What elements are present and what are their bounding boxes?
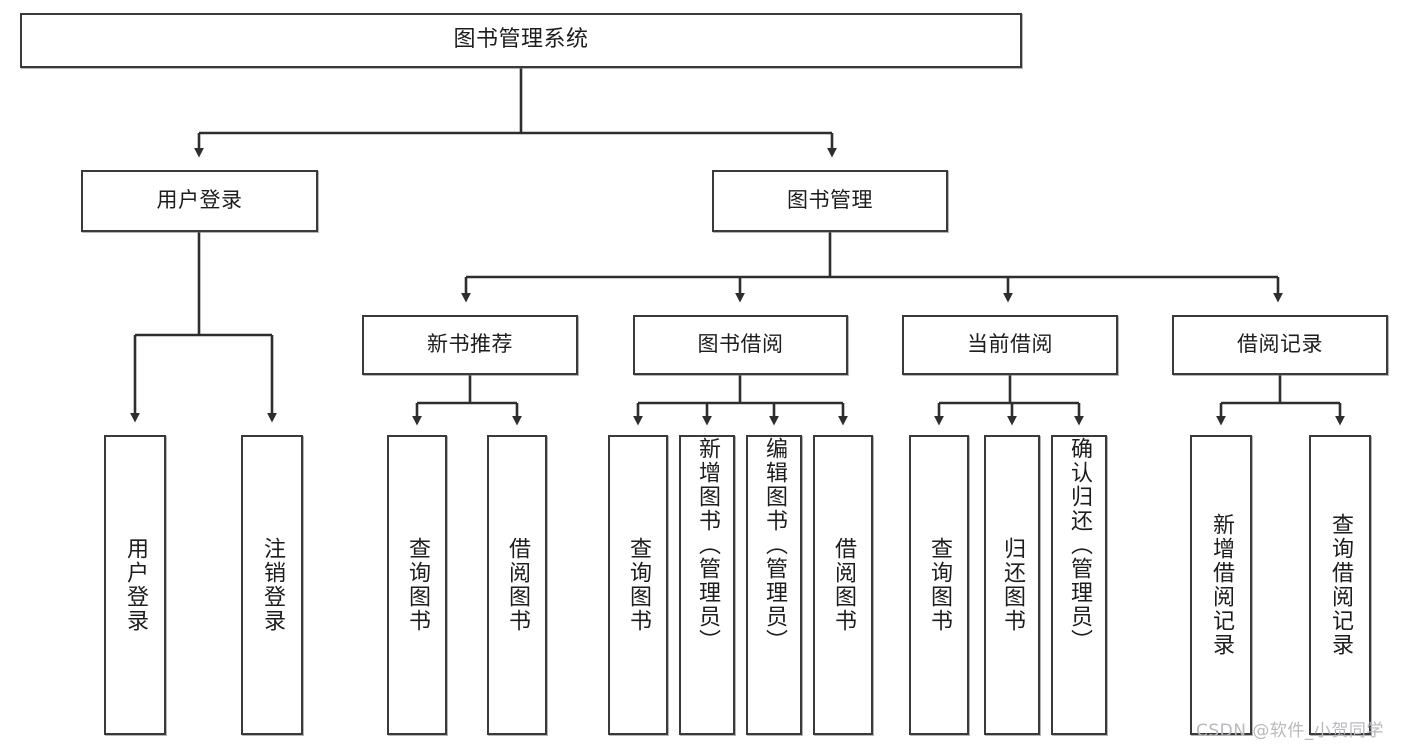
node-label: 查询图书 <box>405 537 430 633</box>
node-label: 用户登录 <box>156 188 243 213</box>
node-label: 图书管理系统 <box>453 27 589 53</box>
node-label: 图书借阅 <box>697 332 784 357</box>
node-leaf-user-login[interactable]: 用户登录 <box>104 435 166 735</box>
node-leaf-confirm-return-admin[interactable]: 确认归还（管理员） <box>1051 435 1107 735</box>
node-label: 借阅记录 <box>1237 332 1323 357</box>
node-leaf-query-book-borrow[interactable]: 查询图书 <box>608 435 668 735</box>
node-label: 确认归还（管理员） <box>1067 437 1092 653</box>
node-leaf-query-borrow-record[interactable]: 查询借阅记录 <box>1309 435 1371 735</box>
node-leaf-edit-book-admin[interactable]: 编辑图书（管理员） <box>746 435 802 735</box>
node-label: 查询图书 <box>927 537 952 633</box>
node-leaf-add-book-admin[interactable]: 新增图书（管理员） <box>679 435 735 735</box>
node-book-manage[interactable]: 图书管理 <box>712 170 948 232</box>
node-label: 图书管理 <box>787 188 873 213</box>
node-book-borrow[interactable]: 图书借阅 <box>633 315 848 375</box>
node-label: 新增借阅记录 <box>1209 513 1234 657</box>
node-root-system[interactable]: 图书管理系统 <box>20 13 1022 68</box>
node-label: 查询借阅记录 <box>1328 513 1353 657</box>
node-user-login[interactable]: 用户登录 <box>81 170 318 232</box>
node-leaf-add-borrow-record[interactable]: 新增借阅记录 <box>1190 435 1252 735</box>
node-leaf-query-book-current[interactable]: 查询图书 <box>909 435 969 735</box>
node-label: 编辑图书（管理员） <box>762 437 787 653</box>
node-leaf-borrow-book-recommend[interactable]: 借阅图书 <box>487 435 547 735</box>
node-leaf-user-logout[interactable]: 注销登录 <box>241 435 303 735</box>
csdn-watermark: CSDN @软件_小贺同学 <box>1196 721 1384 741</box>
node-leaf-query-book-recommend[interactable]: 查询图书 <box>387 435 447 735</box>
node-borrow-record[interactable]: 借阅记录 <box>1172 315 1388 375</box>
node-label: 用户登录 <box>123 537 148 633</box>
node-label: 借阅图书 <box>831 537 856 633</box>
node-label: 新增图书（管理员） <box>695 437 720 653</box>
node-label: 归还图书 <box>1000 537 1025 633</box>
node-label: 新书推荐 <box>427 332 513 357</box>
node-label: 查询图书 <box>626 537 651 633</box>
node-label: 借阅图书 <box>505 537 530 633</box>
node-new-book-recommend[interactable]: 新书推荐 <box>362 315 578 375</box>
node-label: 当前借阅 <box>967 332 1053 357</box>
node-leaf-borrow-book-borrow[interactable]: 借阅图书 <box>813 435 873 735</box>
node-leaf-return-book[interactable]: 归还图书 <box>984 435 1040 735</box>
node-label: 注销登录 <box>260 537 285 633</box>
node-current-borrow[interactable]: 当前借阅 <box>902 315 1118 375</box>
